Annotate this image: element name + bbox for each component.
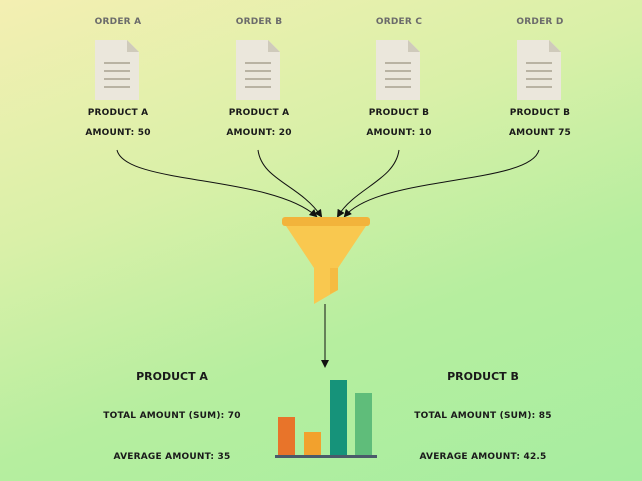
- order-a-amount: AMOUNT: 50: [85, 128, 151, 138]
- product-b-summary-title: PRODUCT B: [447, 370, 519, 383]
- arrow: [343, 149, 540, 218]
- order-a-title: ORDER A: [94, 17, 142, 27]
- document-icon: [376, 40, 420, 100]
- product-a-summary-title: PRODUCT A: [136, 370, 208, 383]
- order-d-amount: AMOUNT 75: [508, 128, 572, 138]
- arrow: [257, 149, 323, 218]
- document-icon: [95, 40, 139, 100]
- order-c-title: ORDER C: [375, 17, 423, 27]
- arrow: [336, 149, 400, 218]
- funnel-icon: [282, 217, 370, 304]
- product-b-total: TOTAL AMOUNT (SUM): 85: [414, 411, 552, 421]
- document-icon: [236, 40, 280, 100]
- product-a-average: AVERAGE AMOUNT: 35: [113, 452, 231, 462]
- product-a-total: TOTAL AMOUNT (SUM): 70: [103, 411, 241, 421]
- order-c-product: PRODUCT B: [368, 108, 430, 118]
- order-b-product: PRODUCT A: [228, 108, 290, 118]
- order-b-amount: AMOUNT: 20: [226, 128, 292, 138]
- order-a-product: PRODUCT A: [87, 108, 149, 118]
- order-b-title: ORDER B: [235, 17, 283, 27]
- order-d-title: ORDER D: [516, 17, 564, 27]
- bar-chart-icon: [275, 380, 377, 458]
- arrow: [116, 149, 318, 218]
- document-icon: [517, 40, 561, 100]
- order-d-product: PRODUCT B: [509, 108, 571, 118]
- product-b-average: AVERAGE AMOUNT: 42.5: [419, 452, 547, 462]
- order-c-amount: AMOUNT: 10: [366, 128, 432, 138]
